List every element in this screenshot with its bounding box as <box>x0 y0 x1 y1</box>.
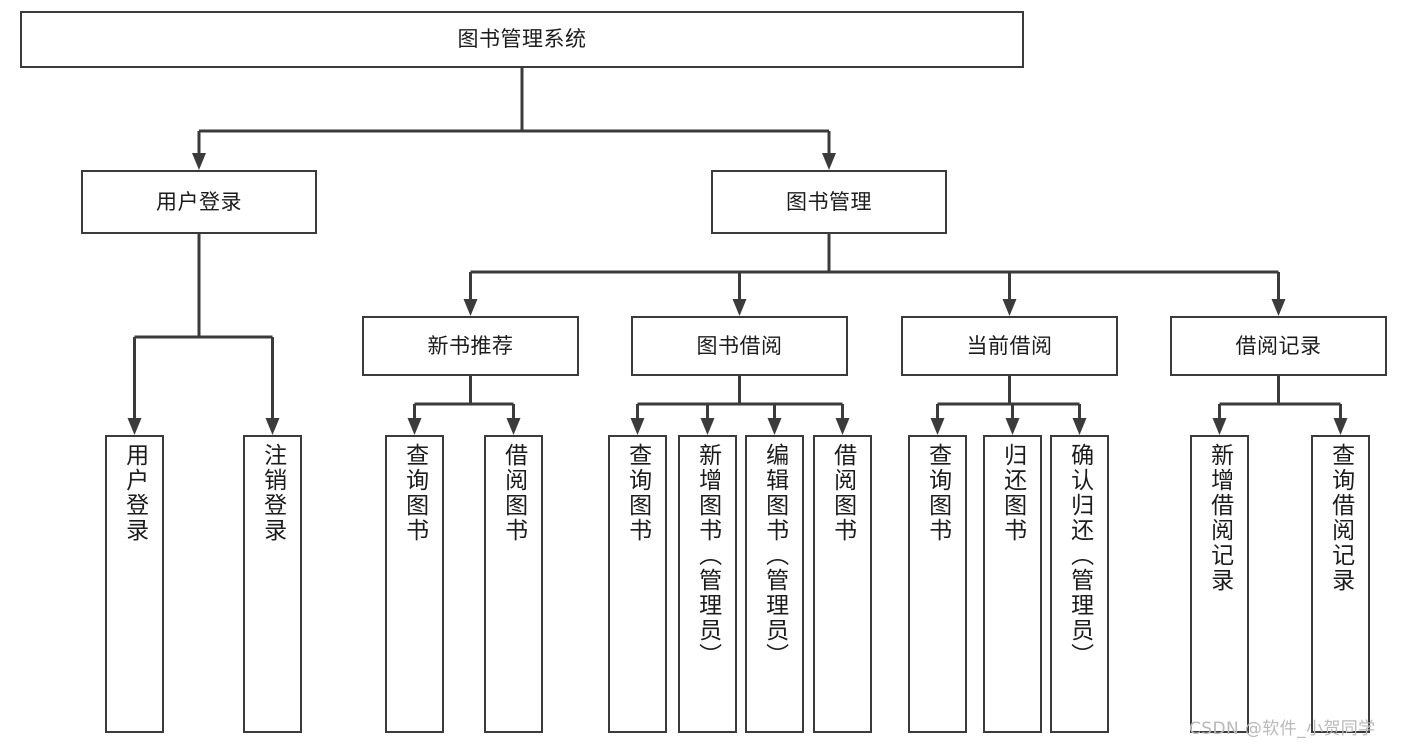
edge-arrowhead <box>506 418 521 435</box>
node-label: 归还图书 <box>999 443 1026 543</box>
node-leaf-borrow-query[interactable]: 查询图书 <box>608 435 667 733</box>
edge-arrowhead <box>407 418 422 435</box>
node-label: 新增借阅记录 <box>1206 443 1233 593</box>
node-leaf-user-login[interactable]: 用户登录 <box>105 435 164 733</box>
node-label: 新增图书（管理员） <box>694 443 721 668</box>
node-root[interactable]: 图书管理系统 <box>20 11 1024 68</box>
node-book-manage[interactable]: 图书管理 <box>711 170 947 234</box>
node-label: 借阅图书 <box>829 443 856 543</box>
node-label: 借阅图书 <box>500 443 527 543</box>
edge-arrowhead <box>192 153 206 170</box>
edge-arrowhead <box>1212 418 1227 435</box>
edge-arrowhead <box>265 418 280 435</box>
node-label: 编辑图书（管理员） <box>761 443 788 668</box>
node-label: 图书借阅 <box>696 333 783 358</box>
edge-arrowhead <box>1072 418 1087 435</box>
edge-arrowhead <box>1005 418 1020 435</box>
edge-arrowhead <box>822 153 836 170</box>
node-label: 用户登录 <box>156 189 242 214</box>
node-label: 借阅记录 <box>1235 333 1322 358</box>
node-label: 确认归还（管理员） <box>1066 443 1093 668</box>
node-leaf-borrow-lend[interactable]: 借阅图书 <box>813 435 872 733</box>
node-label: 查询图书 <box>924 443 951 543</box>
node-leaf-borrow-edit[interactable]: 编辑图书（管理员） <box>745 435 804 733</box>
node-label: 当前借阅 <box>966 333 1053 358</box>
node-new-book-rec[interactable]: 新书推荐 <box>362 316 579 376</box>
edge-arrowhead <box>835 418 850 435</box>
node-label: 注销登录 <box>259 443 286 543</box>
edge-arrowhead <box>930 418 945 435</box>
edge-arrowhead <box>767 418 782 435</box>
node-borrow-record[interactable]: 借阅记录 <box>1170 316 1387 376</box>
node-label: 查询图书 <box>401 443 428 543</box>
node-user-login[interactable]: 用户登录 <box>81 170 317 234</box>
node-leaf-rec-search[interactable]: 查询借阅记录 <box>1311 435 1370 733</box>
edge-arrowhead <box>732 299 747 316</box>
node-leaf-cur-query[interactable]: 查询图书 <box>908 435 967 733</box>
node-label: 图书管理 <box>786 189 872 214</box>
node-label: 查询图书 <box>624 443 651 543</box>
edge-arrowhead <box>1271 299 1286 316</box>
edge-arrowhead <box>1002 299 1017 316</box>
edge-arrowhead <box>630 418 645 435</box>
edge-arrowhead <box>1333 418 1348 435</box>
node-label: 用户登录 <box>121 443 148 543</box>
edge-arrowhead <box>127 418 142 435</box>
edge-lines <box>133 68 1342 424</box>
node-leaf-cur-return[interactable]: 归还图书 <box>983 435 1042 733</box>
node-label: 图书管理系统 <box>457 27 587 52</box>
node-label: 新书推荐 <box>427 333 514 358</box>
node-leaf-rec-add[interactable]: 新增借阅记录 <box>1190 435 1249 733</box>
node-leaf-rec-borrow[interactable]: 借阅图书 <box>484 435 543 733</box>
node-leaf-cur-confirm[interactable]: 确认归还（管理员） <box>1050 435 1109 733</box>
node-leaf-borrow-add[interactable]: 新增图书（管理员） <box>678 435 737 733</box>
edge-arrowhead <box>700 418 715 435</box>
node-leaf-user-logout[interactable]: 注销登录 <box>243 435 302 733</box>
node-label: 查询借阅记录 <box>1327 443 1354 593</box>
node-book-borrow[interactable]: 图书借阅 <box>631 316 848 376</box>
edge-arrowhead <box>463 299 478 316</box>
node-current-borrow[interactable]: 当前借阅 <box>901 316 1118 376</box>
node-leaf-rec-query[interactable]: 查询图书 <box>385 435 444 733</box>
